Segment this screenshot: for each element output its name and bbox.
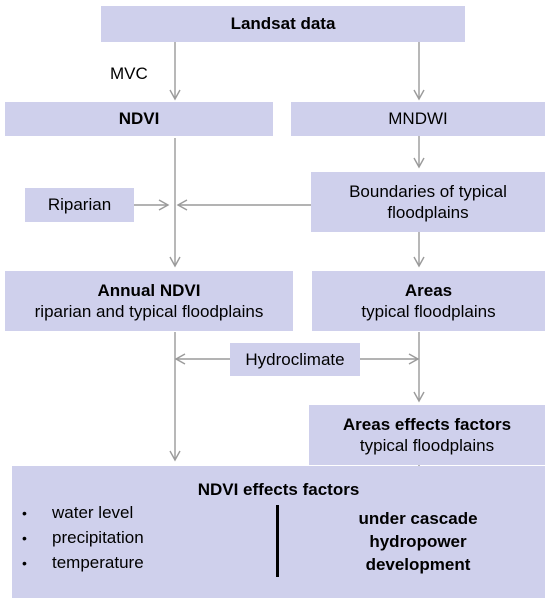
boundaries-box: Boundaries of typical floodplains xyxy=(311,172,545,232)
mndwi-label: MNDWI xyxy=(388,109,448,129)
cascade-note: under cascade hydropower development xyxy=(318,507,518,576)
boundaries-line2: floodplains xyxy=(387,203,469,222)
landsat-data-box: Landsat data xyxy=(101,6,465,42)
list-item: • precipitation xyxy=(22,525,144,550)
areas-effects-box: Areas effects factors typical floodplain… xyxy=(309,405,545,465)
vertical-divider xyxy=(276,505,279,577)
ndvi-box: NDVI xyxy=(5,102,273,136)
bullet-icon: • xyxy=(22,554,27,571)
factor-label: temperature xyxy=(52,552,144,572)
list-item: • temperature xyxy=(22,550,144,575)
hydroclimate-label: Hydroclimate xyxy=(245,349,345,369)
annual-ndvi-title: Annual NDVI xyxy=(97,280,201,300)
riparian-box: Riparian xyxy=(25,188,134,222)
mndwi-box: MNDWI xyxy=(291,102,545,136)
areas-box: Areas typical floodplains xyxy=(312,271,545,331)
bullet-icon: • xyxy=(22,529,27,546)
annual-ndvi-box: Annual NDVI riparian and typical floodpl… xyxy=(5,271,293,331)
areas-effects-title: Areas effects factors xyxy=(342,414,512,434)
factors-list: • water level • precipitation • temperat… xyxy=(22,500,144,575)
cascade-note-line2: hydropower xyxy=(369,532,467,551)
mvc-label: MVC xyxy=(110,64,148,83)
areas-effects-sub: typical floodplains xyxy=(359,436,495,455)
annual-ndvi-sub: riparian and typical floodplains xyxy=(34,302,264,321)
list-item: • water level xyxy=(22,500,144,525)
landsat-data-label: Landsat data xyxy=(230,14,336,34)
areas-sub: typical floodplains xyxy=(361,302,496,321)
areas-title: Areas xyxy=(404,280,453,300)
hydroclimate-box: Hydroclimate xyxy=(230,343,360,376)
ndvi-label: NDVI xyxy=(118,109,160,129)
boundaries-line1: Boundaries of typical xyxy=(349,181,507,201)
cascade-note-line3: development xyxy=(365,555,471,574)
cascade-note-line1: under cascade xyxy=(358,509,478,528)
factor-label: precipitation xyxy=(52,527,144,547)
factor-label: water level xyxy=(52,502,134,522)
riparian-label: Riparian xyxy=(47,195,112,215)
bullet-icon: • xyxy=(22,504,27,521)
ndvi-effects-title: NDVI effects factors xyxy=(197,480,360,499)
